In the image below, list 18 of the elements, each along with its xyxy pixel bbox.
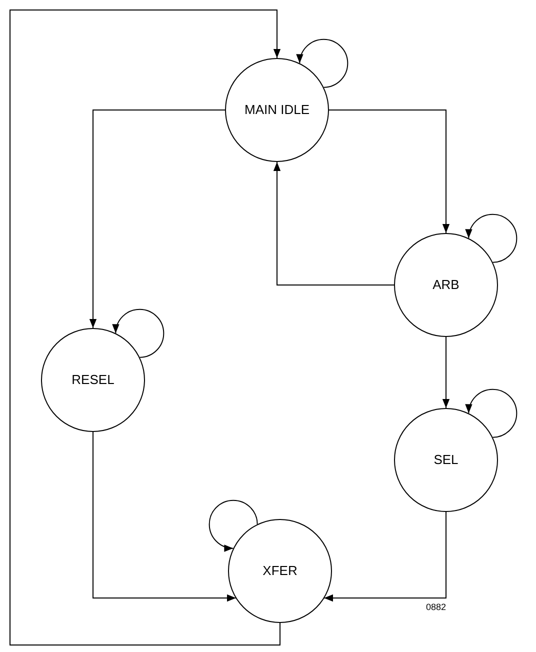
state-name: MAIN IDLE <box>243 102 310 118</box>
self-loop-arrow <box>112 308 164 358</box>
arrow <box>442 336 450 408</box>
state-name: SEL <box>432 452 460 468</box>
arrow <box>328 110 450 234</box>
arrow <box>324 512 446 602</box>
arrow <box>10 10 281 646</box>
self-loop-arrow <box>208 500 258 552</box>
state-name: RESEL <box>70 372 116 388</box>
arrow <box>89 110 226 328</box>
figure-number: 0882 <box>426 602 446 612</box>
self-loop-arrow <box>296 38 348 88</box>
arrow <box>92 432 236 602</box>
self-loop-arrow <box>466 214 518 263</box>
self-loop-arrow <box>466 388 518 438</box>
arrow <box>273 162 394 286</box>
state-name: XFER <box>262 562 298 580</box>
state-name: ARB <box>432 276 460 294</box>
